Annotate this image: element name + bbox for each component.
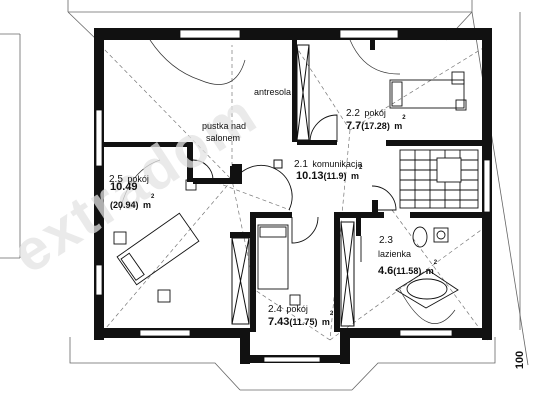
label-pustka-line2: salonem [206, 133, 241, 143]
room-2-1-area-value: 10.13 [296, 170, 324, 182]
room-2-4-sup: 2 [329, 311, 334, 317]
chimney [230, 166, 240, 182]
dashed-lines [99, 44, 489, 341]
bed-room-2-5 [113, 179, 200, 303]
room-2-3-unit: m [425, 266, 434, 276]
room-2-3-area: 4.6(11.58) m2 [378, 260, 438, 278]
room-2-3-sup: 2 [433, 260, 438, 266]
room-2-4-area: 7.43(11.75) m2 [268, 311, 334, 329]
room-2-2-unit: m [394, 121, 403, 131]
room-2-3-area-gross: (11.58) [393, 266, 422, 276]
room-2-2-name: pokój [364, 108, 386, 118]
room-2-1-sup: 2 [359, 165, 363, 171]
room-2-2-area-gross: (17.28) [361, 121, 390, 131]
room-2-5-unit: m [142, 200, 151, 210]
room-2-5-name: pokój [127, 174, 149, 184]
room-2-1-name: komunikacja [312, 159, 363, 169]
room-2-3-number: 2.3 [379, 235, 393, 246]
room-2-4-number: 2.4 [268, 304, 282, 315]
room-2-2-area: 7.7(17.28) m2 [346, 115, 406, 133]
bathroom-fixtures [395, 226, 459, 309]
room-2-4-name: pokój [286, 304, 308, 314]
room-2-1-unit: m [351, 171, 360, 181]
room-2-4-area-value: 7.43 [268, 316, 290, 328]
room-2-2-title: 2.2 pokój [346, 104, 386, 120]
roof-outline [0, 0, 529, 391]
room-2-1-area-gross: (11.9) [323, 171, 347, 181]
room-2-4-unit: m [321, 317, 330, 327]
column [273, 159, 283, 169]
room-2-5-area-gross-value: (20.94) [110, 200, 139, 210]
label-pustka-line1: pustka nad [202, 121, 247, 131]
room-2-4-area-gross: (11.75) [289, 317, 318, 327]
room-2-5-title: 2.5 pokój [109, 170, 149, 186]
furniture [113, 71, 467, 309]
room-2-2-sup: 2 [402, 115, 406, 121]
room-2-4-title: 2.4 pokój [268, 300, 308, 316]
room-2-2-area-value: 7.7 [346, 120, 362, 132]
staircase [399, 149, 479, 209]
scale-dimension: 100 [514, 336, 541, 388]
bed-room-2-4 [257, 224, 301, 306]
room-2-2-number: 2.2 [346, 108, 360, 119]
label-antresola: antresola [254, 87, 292, 97]
wardrobes [231, 44, 355, 327]
room-2-1-title: 2.1 komunikacja [294, 155, 362, 171]
room-2-1-number: 2.1 [294, 159, 308, 170]
room-2-5-sup: 2 [151, 194, 155, 200]
bed-room-2-2 [389, 71, 467, 111]
room-2-5-area-gross: (20.94) m2 [110, 194, 155, 212]
dashed-arcs [119, 39, 456, 324]
room-2-1-area: 10.13(11.9) m2 [296, 165, 363, 183]
scale-dimension-value: 100 [514, 350, 527, 370]
room-2-3-area-value: 4.6 [378, 265, 394, 277]
room-2-3-name: lazienka [378, 249, 412, 259]
windows [95, 29, 491, 363]
room-2-5-number: 2.5 [109, 174, 123, 185]
room-2-5-area-value: 10.49 [110, 181, 138, 193]
